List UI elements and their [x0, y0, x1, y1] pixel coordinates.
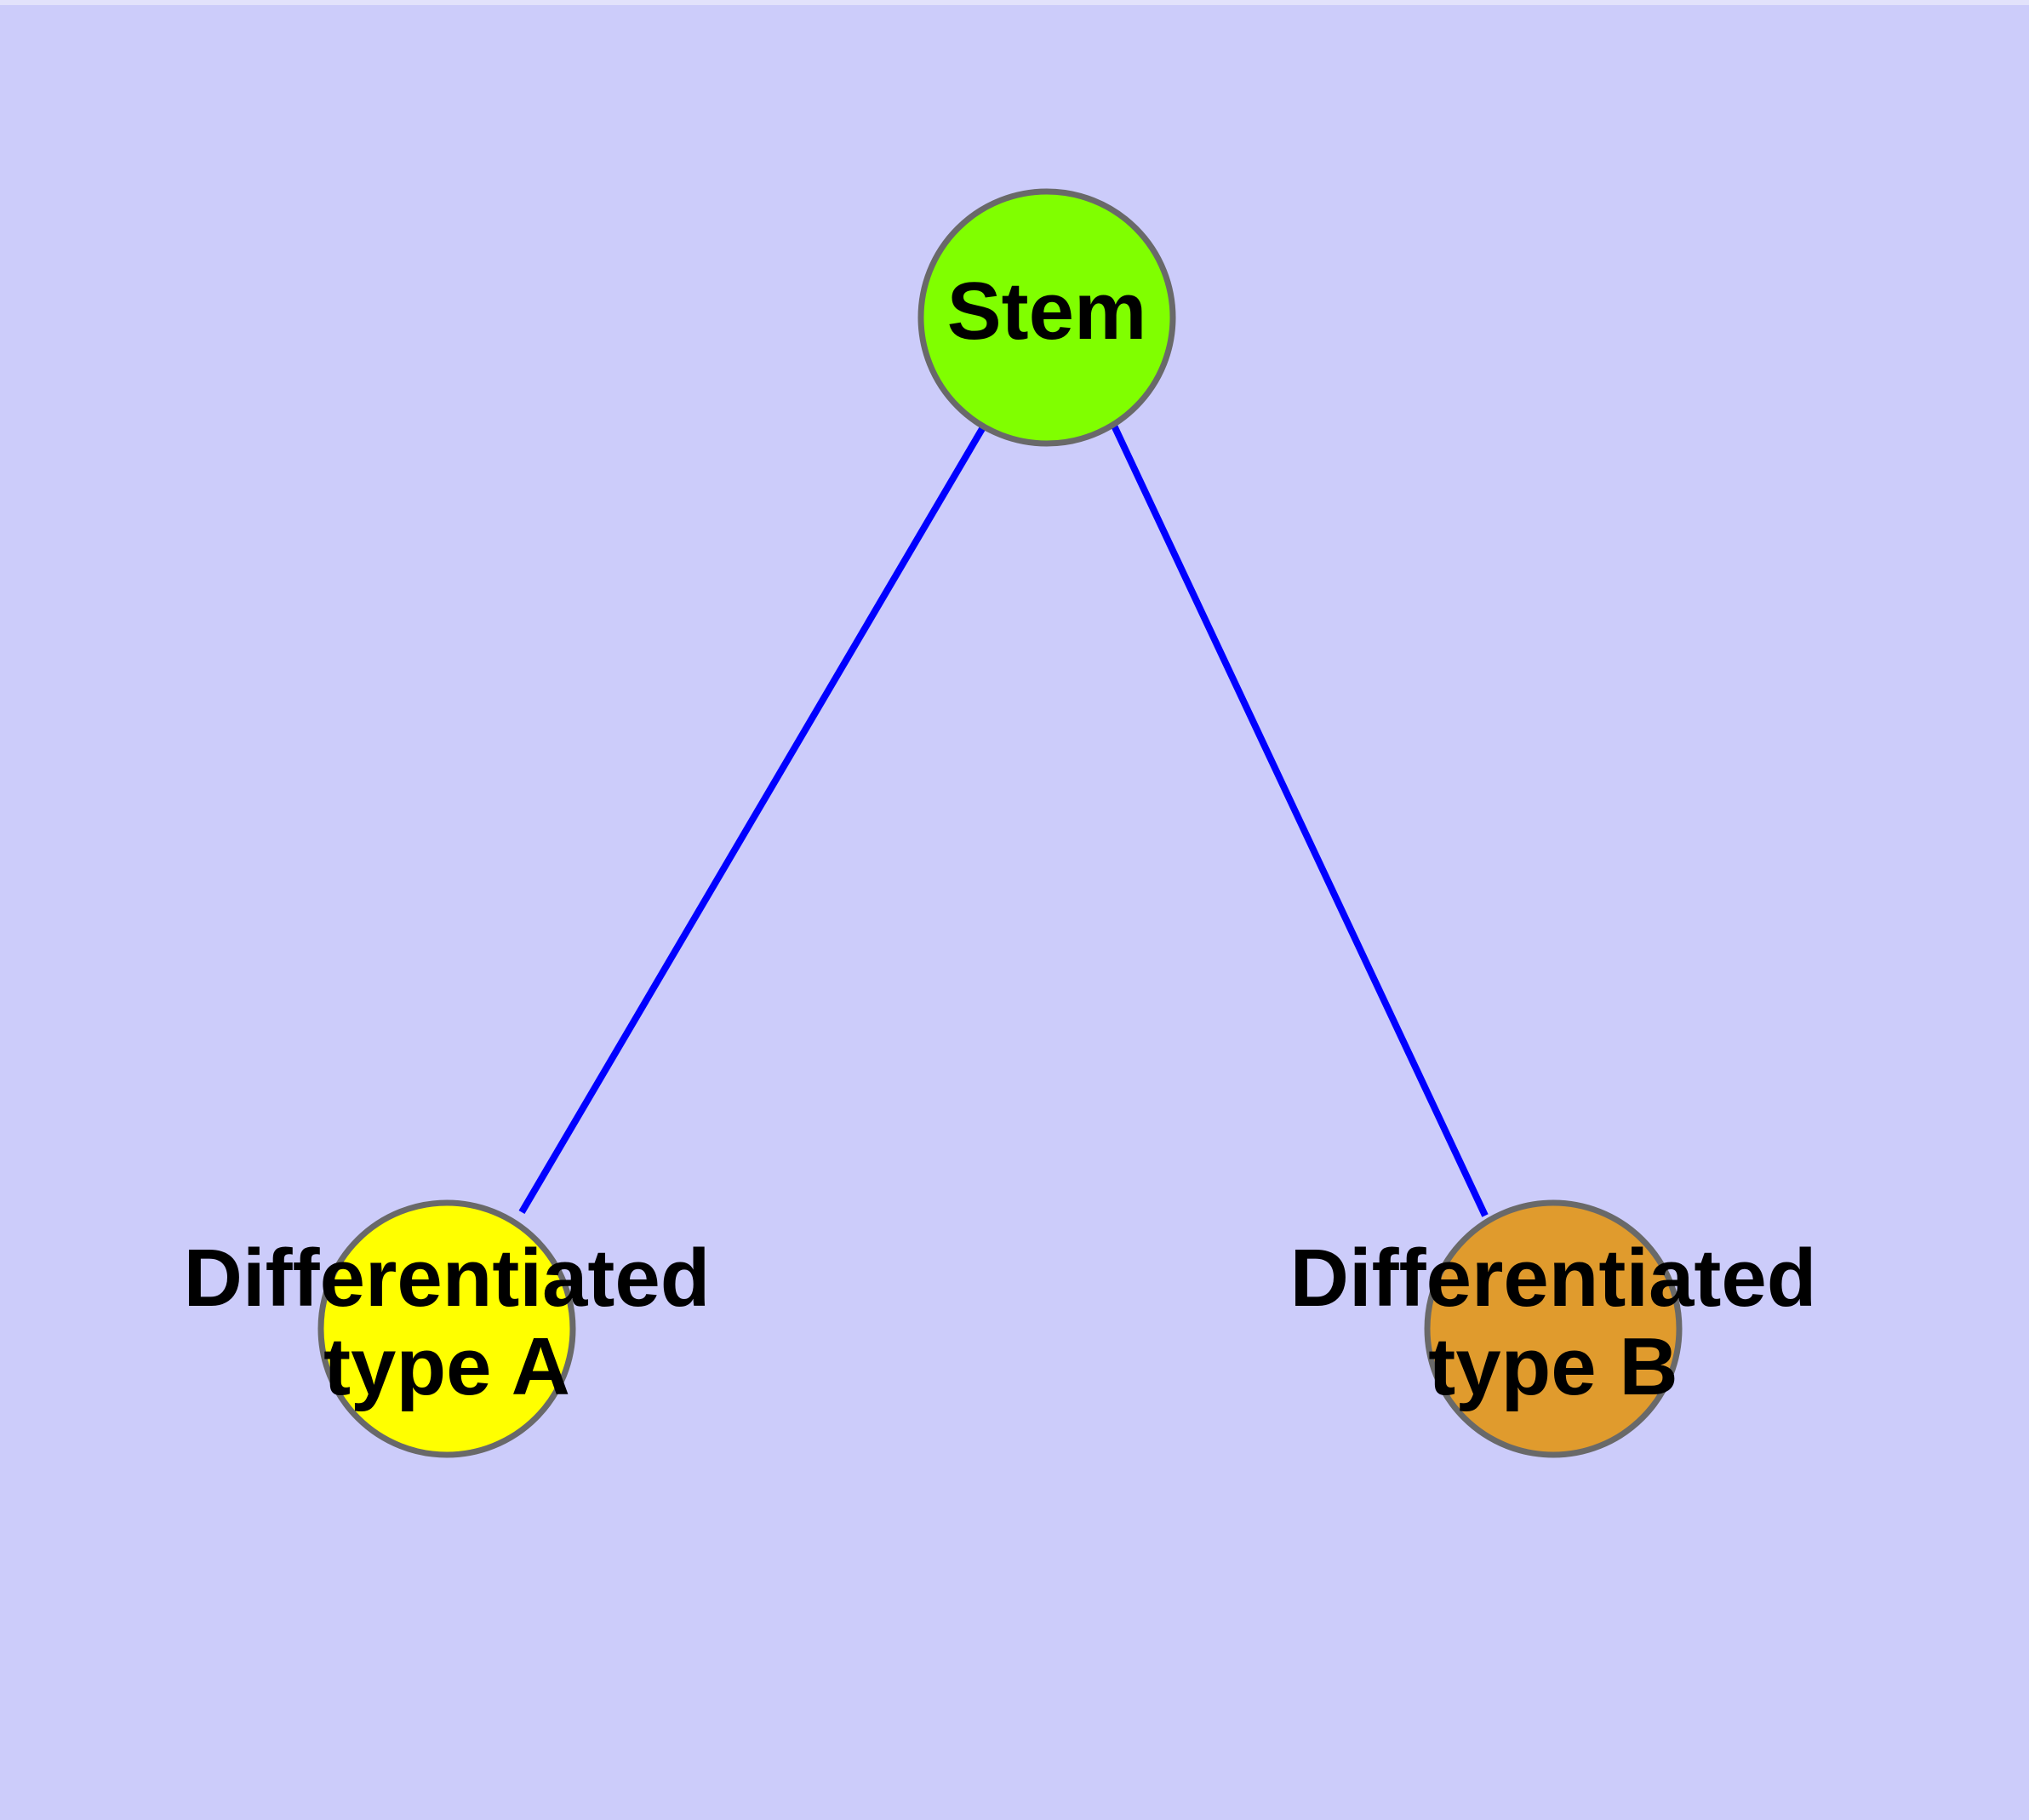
node-label-line: Differentiated [1290, 1233, 1817, 1325]
node-circle-diff-b[interactable] [1424, 1199, 1683, 1458]
node-circle-diff-a[interactable] [317, 1199, 576, 1458]
edge-stem-to-diff-a[interactable] [518, 425, 986, 1215]
node-label-line: type B [1428, 1321, 1677, 1412]
edge-stem-to-diff-b[interactable] [1111, 424, 1489, 1217]
node-label-line: Stem [947, 266, 1147, 357]
canvas-top-strip [0, 0, 2029, 5]
node-label-stem: Stem [947, 266, 1147, 357]
node-circle-stem[interactable] [917, 188, 1176, 447]
nodes-group [317, 188, 1683, 1458]
node-label-line: Differentiated [184, 1233, 711, 1325]
node-label-line: type A [323, 1321, 570, 1412]
edges-group [518, 424, 1489, 1217]
